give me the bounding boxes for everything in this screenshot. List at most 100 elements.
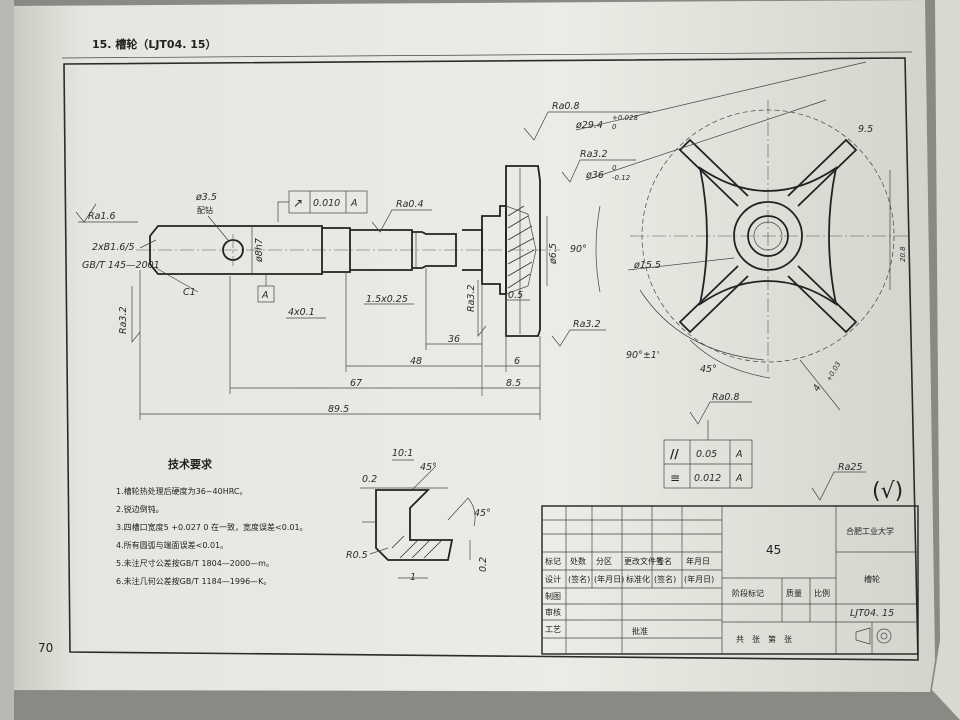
detail-view: 10:1 0.2 45° 45° R0.5 1 0.2 [346,448,491,583]
tech-requirements: 技术要求 1.槽轮热处理后硬度为36~40HRC。 2.锐边倒钝。 3.四槽口宽… [116,457,308,586]
ra-left-vertical-symbol [131,286,141,343]
tech-item-2: 2.锐边倒钝。 [116,504,164,514]
dim-0-5: 0.5 [508,290,523,301]
dim-6: 6 [514,356,520,367]
bore-hatching [507,205,535,289]
tech-item-1: 1.槽轮热处理后硬度为36~40HRC。 [116,486,247,496]
weight-label: 质量 [786,588,802,598]
scale-label: 比例 [814,588,830,598]
dimension-lines [139,268,541,420]
side-ra-bottom-label: Ra0.8 [712,392,740,403]
angle-45-arc [689,339,771,379]
ra-right-symbol [551,329,606,347]
shaft-step-3 [412,231,457,269]
chamfer-spec-1: 2xB1.6/5 [92,242,135,253]
shaft-outline [149,225,323,275]
dim-67: 67 [350,378,362,389]
tech-title: 技术要求 [168,457,213,471]
row-label-design: 设计 [545,574,561,584]
tech-item-6: 6.未注几何公差按GB/T 1184—1996—K。 [116,576,271,586]
angle-45-label: 45° [700,364,717,375]
dim-9-5: 9.5 [858,124,873,135]
groove-1-label: 4x0.1 [288,307,315,318]
dia-29-tol-lower: 0 [612,123,617,131]
hole-leader [207,215,229,241]
dia-36-leader [585,99,827,181]
dim-36: 36 [448,334,460,345]
ra-left-label: Ra1.6 [88,211,116,222]
dia-29-label: ø29.4 [575,120,603,131]
detail-dim-02-right: 0.2 [478,557,489,572]
dim-89-5: 89.5 [328,404,349,415]
side-view: Ra0.8 ø29.4 +0.028 0 Ra3.2 ø36 0 -0.12 9… [523,61,910,504]
c1-leader [155,267,199,293]
detail-profile [375,489,454,561]
angle-90-tol-label: 90°±1' [626,350,659,361]
sign-cell-1: (签名) [568,574,590,584]
ra-general-symbol [811,471,866,501]
detail-angle-top-leader [411,465,437,491]
gdt-frames: // 0.05 A ≡ 0.012 A [663,420,753,489]
sign-cell-2: (年月日) [594,574,624,584]
detail-scale: 10:1 [392,448,413,459]
front-view: Ra1.6 2xB1.6/5 GB/T 145—2001 C1 Ra3.2 ø3… [75,165,606,420]
tech-item-3: 3.四槽口宽度5 +0.027 0 在一致，宽度误差<0.01。 [116,522,308,532]
symmetry-datum: A [735,473,743,484]
detail-dim-02-top: 0.2 [362,474,377,485]
parallel-datum: A [735,449,743,460]
hole-dia-label: ø3.5 [195,192,217,203]
side-ra-top-label: Ra0.8 [552,101,580,112]
sheets-label: 共 张 第 张 [736,634,792,644]
ra-left-symbol [75,203,97,223]
ra-general-label: Ra25 [838,462,863,473]
ra-top-symbol [371,209,432,233]
dia-29-leader [575,61,867,131]
detail-dim-1: 1 [410,572,416,583]
parallel-symbol: // [670,447,679,461]
header-cell-4: 签名 [656,556,672,566]
part-name-label: 槽轮 [864,574,880,584]
page-gutter [0,0,14,720]
detail-radius-leader [369,547,389,555]
header-cell-2: 分区 [596,557,612,566]
ra-mid-vertical-symbol [477,280,487,337]
ra-right-label: Ra3.2 [573,319,601,330]
material-label: 45 [766,543,781,557]
header-cell-1: 处数 [570,556,586,566]
dia-15-leader [627,257,735,271]
tech-item-5: 5.未注尺寸公差按GB/T 1804—2000—m。 [116,558,274,568]
next-page-edge [932,0,960,720]
row-label-mark: 标记 [545,556,561,566]
approve-label: 批准 [632,626,648,636]
angle-90-label: 90° [570,244,587,255]
angle-90-arc [595,205,601,293]
company-label: 合肥工业大学 [846,526,894,536]
header-rule [61,51,913,59]
runout-value: 0.010 [313,198,340,209]
ra-general-note: (√) [872,479,903,504]
dim-8-5: 8.5 [506,378,521,389]
side-ra-mid-label: Ra3.2 [580,149,608,160]
dim-right-label: 20.8 [899,246,907,262]
bore-dia-label: ø6.5 [548,243,559,265]
wheel-slots [678,138,858,334]
chamfer-c1: C1 [183,287,196,298]
symmetry-value: 0.012 [694,473,721,484]
detail-angle-top: 45° [420,462,437,473]
sign-cell-3: 标准化 [626,574,650,584]
slot-width-leader [799,359,841,411]
ra-bottom-symbol-side [689,401,752,425]
runout-symbol: ↗ [293,196,303,210]
runout-frame: ↗ 0.010 A [277,190,368,222]
chamfer-spec-2: GB/T 145—2001 [82,260,160,271]
title-block: 标记 处数 分区 更改文件号 签名 年月日 设计 (签名) (年月日) 标准化 … [541,505,919,655]
chamfer-leader [139,239,157,249]
ra-top-label: Ra0.4 [396,199,424,210]
hub-circle [733,201,803,271]
runout-datum: A [350,198,358,209]
dia-36-label: ø36 [585,170,604,181]
page-title: 15. 槽轮（LJT04. 15） [92,37,217,51]
shaft-step-1 [322,227,351,273]
dia-29-tol-upper: +0.028 [612,114,638,122]
